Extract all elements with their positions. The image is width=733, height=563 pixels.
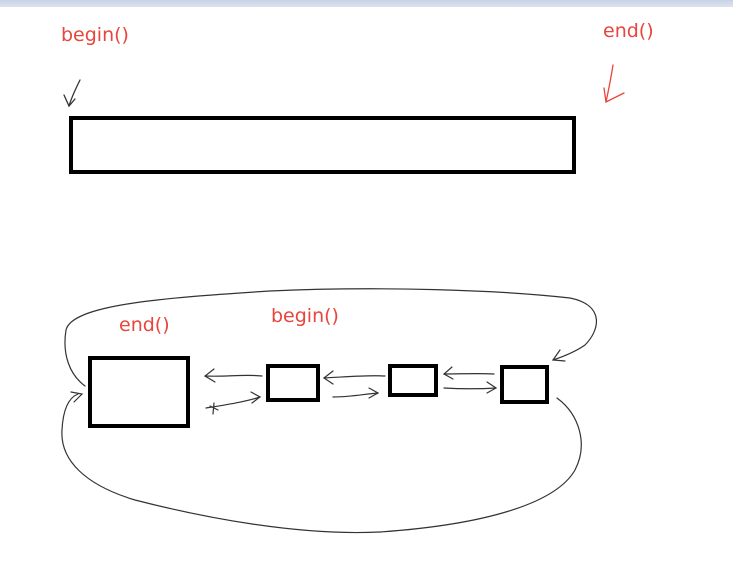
window-top-strip: [0, 0, 733, 7]
end-label-bottom: end(): [119, 314, 170, 336]
sentinel-node: [88, 356, 190, 428]
circular-links: [61, 288, 597, 534]
begin-label-top: begin(): [61, 24, 129, 46]
end-arrow-top: [603, 64, 625, 103]
contiguous-array-box: [69, 116, 576, 174]
end-label-top: end(): [603, 20, 654, 42]
list-node-2: [388, 364, 438, 397]
list-node-3: [500, 365, 549, 404]
begin-arrow-top: [63, 79, 81, 108]
list-node-1: [266, 364, 320, 402]
link-arrows: [203, 366, 498, 415]
begin-label-bottom: begin(): [271, 305, 339, 327]
